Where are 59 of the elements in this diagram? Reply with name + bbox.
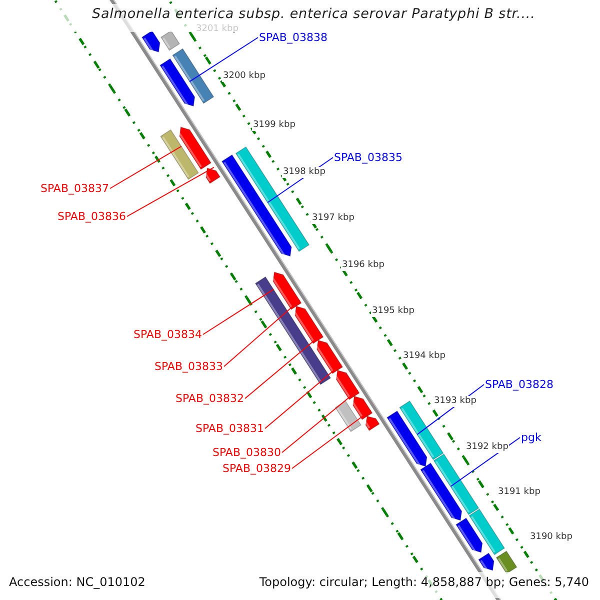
gene-block: [270, 272, 302, 310]
leader-line: [126, 166, 214, 217]
gene-block: [478, 552, 494, 572]
gene-label: SPAB_03836: [58, 210, 126, 223]
gene-block: [364, 416, 380, 432]
gene-label: SPAB_03828: [485, 378, 554, 391]
gene-label: SPAB_03835: [334, 151, 402, 164]
gene-label: SPAB_03832: [176, 392, 244, 405]
gene-block: [292, 306, 324, 344]
gene-block: [350, 396, 373, 420]
gene-label: pgk: [521, 431, 542, 444]
gene-label: SPAB_03830: [212, 446, 281, 459]
gene-block: [334, 400, 362, 432]
gene-block: [204, 168, 221, 184]
gene-block: [160, 30, 180, 51]
leader-line: [450, 437, 520, 487]
gene-block: [159, 58, 196, 108]
scale-label: 3195 kbp: [371, 306, 416, 317]
gene-block: [468, 508, 506, 556]
scale-label: 3200 kbp: [222, 71, 266, 82]
accession-text: Accession: NC_010102: [9, 575, 146, 589]
leader-line: [264, 364, 342, 429]
gene-block: [496, 550, 518, 574]
gene-label: SPAB_03833: [154, 360, 223, 373]
gene-block: [177, 126, 212, 170]
leader-line: [202, 288, 274, 335]
genome-summary-text: Topology: circular; Length: 4,858,887 bp; Genes: 5,740: [259, 575, 589, 589]
scale-label: 3192 kbp: [465, 442, 510, 453]
gene-block: [455, 518, 483, 554]
gene-block: [141, 30, 160, 54]
scale-label: 3194 kbp: [402, 351, 446, 362]
leader-line: [282, 390, 358, 453]
scale-label: 3191 kbp: [497, 487, 542, 498]
gene-block: [386, 410, 428, 468]
gene-block: [420, 462, 462, 522]
gene-block: [314, 340, 344, 374]
leader-line: [292, 410, 372, 469]
gene-block: [160, 129, 199, 180]
gene-label: SPAB_03829: [222, 462, 291, 475]
gene-block: [172, 48, 214, 104]
gene-label: SPAB_03834: [134, 328, 202, 341]
scale-label: 3198 kbp: [282, 167, 326, 178]
scale-label: 3193 kbp: [433, 396, 478, 407]
scale-label: 3199 kbp: [252, 120, 296, 131]
gene-block: [433, 454, 480, 516]
scale-label: 3197 kbp: [311, 213, 356, 224]
gene-block: [334, 370, 360, 400]
leader-line: [224, 300, 300, 367]
gene-label: SPAB_03837: [40, 182, 109, 195]
gene-label: SPAB_03831: [196, 422, 264, 435]
scale-label: 3196 kbp: [341, 260, 386, 271]
gene-block: [235, 146, 310, 252]
title: Salmonella enterica subsp. enterica serovar Paratyphi B str....: [92, 6, 536, 22]
scale-label: 3190 kbp: [529, 532, 574, 543]
gene-label: SPAB_03838: [259, 31, 328, 44]
leader-line: [189, 37, 258, 82]
leader-line: [110, 146, 182, 189]
gene-block: [254, 276, 332, 386]
leader-line: [244, 334, 322, 399]
